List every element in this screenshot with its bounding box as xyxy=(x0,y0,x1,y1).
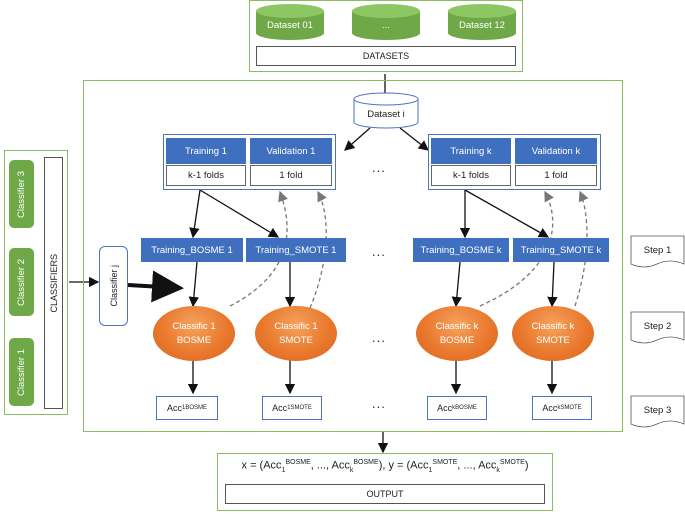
acc-1-smote-sub: 1 xyxy=(287,405,291,411)
training-smote-1: Training_SMOTE 1 xyxy=(246,238,346,262)
formula-part-4: , ..., Acc xyxy=(457,459,497,472)
classifiers-label-box: CLASSIFIERS xyxy=(44,157,63,409)
dataset-ellipsis-label: ... xyxy=(382,20,390,31)
fold-k-k-1-folds: k-1 folds xyxy=(431,165,511,186)
acc-k-bosme-base: Acc xyxy=(437,403,453,413)
classific-1-bosme: Classific 1 BOSME xyxy=(153,306,235,361)
dataset-01-cylinder xyxy=(256,4,324,40)
fold-1-one-fold: 1 fold xyxy=(250,165,332,186)
ellipsis-training: ... xyxy=(372,244,386,259)
classifier-2-box: Classifier 2 xyxy=(9,248,34,316)
dataset-12-label: Dataset 12 xyxy=(459,20,505,31)
output-panel xyxy=(217,453,553,511)
training-bosme-k: Training_BOSME k xyxy=(413,238,509,262)
classifier-3-box: Classifier 3 xyxy=(9,160,34,228)
formula-part-2: , ..., Acc xyxy=(310,459,350,472)
classific-k-bosme-line2: BOSME xyxy=(439,334,475,346)
training-smote-k: Training_SMOTE k xyxy=(513,238,609,262)
step-2-label: Step 2 xyxy=(643,320,672,332)
dataset-ellipsis-cylinder xyxy=(352,4,420,40)
training-1-header: Training 1 xyxy=(166,138,246,164)
acc-k-smote-sup: SMOTE xyxy=(560,405,582,411)
classific-1-bosme-line1: Classific 1 xyxy=(172,320,216,332)
acc-1-smote-base: Acc xyxy=(272,403,288,413)
classific-k-bosme: Classific k BOSME xyxy=(416,306,498,361)
ellipsis-classifiers: ... xyxy=(372,330,386,345)
classifiers-panel xyxy=(4,150,68,415)
acc-k-bosme-sub: k xyxy=(452,405,456,411)
formula-part-1: x = (Acc xyxy=(241,459,282,472)
formula-part-5: ) xyxy=(524,459,529,472)
acc-1-smote-sup: SMOTE xyxy=(290,405,312,411)
cross-validation-frame xyxy=(83,80,623,432)
step-3-label: Step 3 xyxy=(643,404,672,416)
validation-k-header: Validation k xyxy=(515,138,597,164)
arrow-to-fold-k xyxy=(399,127,430,151)
fold-k-one-fold: 1 fold xyxy=(515,165,597,186)
acc-k-smote-base: Acc xyxy=(542,403,558,413)
formula-sub-3: 1 xyxy=(428,466,433,474)
classific-1-smote-line1: Classific 1 xyxy=(274,320,318,332)
arrow-to-fold-1 xyxy=(344,127,371,151)
formula-part-3: ), y = (Acc xyxy=(378,459,429,472)
dataset-12-cylinder xyxy=(448,4,516,40)
classifier-1-box: Classifier 1 xyxy=(9,338,34,406)
formula-sub-4: k xyxy=(496,466,500,474)
formula-sup-2: BOSME xyxy=(353,459,379,466)
formula-sup-4: SMOTE xyxy=(499,459,525,466)
training-k-header: Training k xyxy=(431,138,511,164)
classific-k-smote: Classific k SMOTE xyxy=(512,306,594,361)
dataset-i-cylinder xyxy=(353,92,419,129)
formula-sub-2: k xyxy=(349,466,354,474)
formula-sup-1: BOSME xyxy=(285,459,311,466)
fold-1-k-1-folds: k-1 folds xyxy=(166,165,246,186)
step-1-label: Step 1 xyxy=(643,244,672,256)
classific-k-smote-line2: SMOTE xyxy=(536,334,570,346)
dataset-i-label: Dataset i xyxy=(367,109,405,120)
classific-k-bosme-line1: Classific k xyxy=(435,320,479,332)
output-formula: x = (Acc1BOSME, ..., AcckBOSME), y = (Ac… xyxy=(217,459,553,474)
classific-1-smote: Classific 1 SMOTE xyxy=(255,306,337,361)
training-bosme-1: Training_BOSME 1 xyxy=(141,238,243,262)
acc-1-bosme-sup: BOSME xyxy=(185,405,208,411)
acc-k-smote-sub: k xyxy=(557,405,561,411)
acc-1-bosme-sub: 1 xyxy=(182,405,186,411)
ellipsis-folds: ... xyxy=(372,160,386,175)
classific-1-bosme-line2: BOSME xyxy=(176,334,212,346)
ellipsis-acc: ... xyxy=(372,396,386,411)
classific-1-smote-line2: SMOTE xyxy=(279,334,313,346)
formula-sup-3: SMOTE xyxy=(432,459,458,466)
formula-sub-1: 1 xyxy=(281,466,286,474)
datasets-label: DATASETS xyxy=(256,46,516,66)
acc-k-bosme-sup: BOSME xyxy=(455,405,477,411)
dataset-01-label: Dataset 01 xyxy=(267,20,313,31)
classific-k-smote-line1: Classific k xyxy=(531,320,575,332)
datasets-panel xyxy=(249,0,523,72)
output-label: OUTPUT xyxy=(225,484,545,504)
validation-1-header: Validation 1 xyxy=(250,138,332,164)
acc-1-bosme-base: Acc xyxy=(166,403,182,413)
classifier-j-box: Classifier j xyxy=(99,246,128,326)
